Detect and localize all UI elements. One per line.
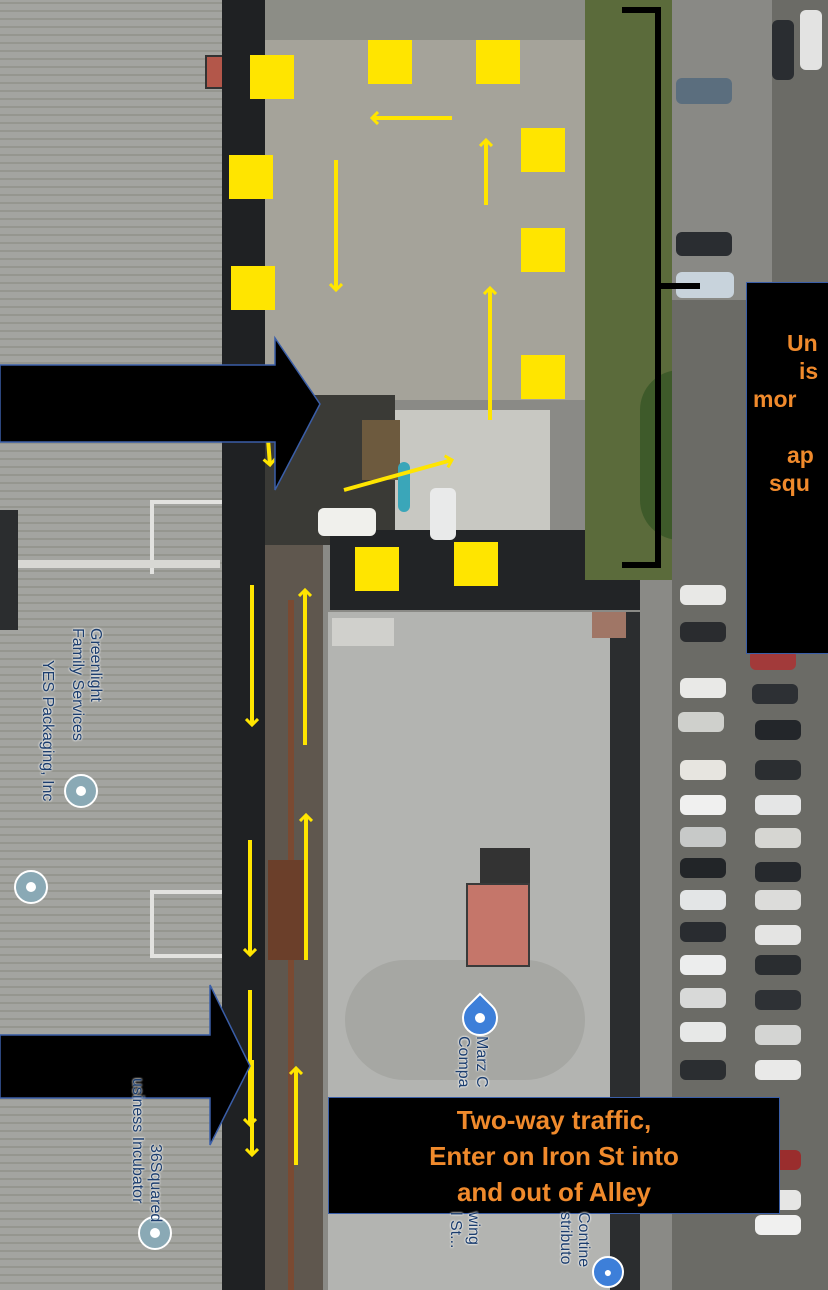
parked-car xyxy=(680,922,726,942)
place-label-brewing: wing l St... xyxy=(446,1212,482,1248)
side-note-line: Un xyxy=(787,330,818,356)
parked-car xyxy=(680,585,726,605)
parked-car xyxy=(755,828,801,848)
parked-car xyxy=(755,1025,801,1045)
parked-car xyxy=(800,10,822,70)
traffic-note-line: Enter on Iron St into xyxy=(429,1141,679,1171)
parked-car xyxy=(755,1060,801,1080)
place-label-line: YES Packaging, Inc xyxy=(39,660,56,802)
traffic-note-text: Two-way traffic, Enter on Iron St into a… xyxy=(329,1098,779,1210)
left-roof-dark xyxy=(0,510,18,630)
place-label-line: Marz C xyxy=(473,1036,490,1088)
place-label-line: wing xyxy=(465,1212,482,1245)
parked-car xyxy=(755,720,801,740)
roof-unit-shadow xyxy=(480,848,530,883)
parked-car xyxy=(680,1022,726,1042)
parked-car xyxy=(680,678,726,698)
side-note-line: ap xyxy=(787,442,814,468)
side-note-line: mor xyxy=(753,386,797,412)
yellow-square-marker xyxy=(229,155,273,199)
place-label-line: Contine xyxy=(575,1212,592,1268)
place-label-line: 36Squared xyxy=(147,1144,164,1223)
big-entry-arrow-icon xyxy=(0,335,321,491)
parked-car xyxy=(680,760,726,780)
traffic-note-line: and out of Alley xyxy=(456,1177,652,1207)
yellow-square-marker xyxy=(521,228,565,272)
place-label-greenlight: Greenlight Family Services xyxy=(68,628,104,741)
yellow-square-marker xyxy=(521,128,565,172)
parked-car xyxy=(680,795,726,815)
yellow-square-marker xyxy=(355,547,399,591)
yellow-square-marker xyxy=(476,40,520,84)
parked-car xyxy=(680,858,726,878)
yellow-square-marker xyxy=(454,542,498,586)
direction-arrow-icon xyxy=(250,118,490,1165)
big-entry-arrow-icon xyxy=(0,984,251,1146)
traffic-note-line: Two-way traffic, xyxy=(456,1105,652,1135)
place-label-marz: Marz C Compa xyxy=(454,1036,490,1088)
place-label-line: Greenlight xyxy=(87,628,104,702)
yellow-square-marker xyxy=(231,266,275,310)
traffic-note-box: Two-way traffic, Enter on Iron St into a… xyxy=(328,1097,780,1214)
beverage-pin-icon[interactable]: ● xyxy=(592,1256,624,1288)
parked-car xyxy=(680,827,726,847)
yellow-square-marker xyxy=(521,355,565,399)
parked-car xyxy=(680,955,726,975)
parked-car xyxy=(755,955,801,975)
place-label-yes: YES Packaging, Inc xyxy=(38,660,56,801)
parked-car xyxy=(755,890,801,910)
bracket-icon xyxy=(622,7,700,568)
parked-car xyxy=(755,795,801,815)
parked-car xyxy=(755,925,801,945)
place-label-line: Family Services xyxy=(69,628,86,741)
place-label-line: Compa xyxy=(455,1036,472,1088)
alley-shed xyxy=(268,860,308,960)
parked-car xyxy=(318,508,376,536)
parked-car xyxy=(755,1215,801,1235)
side-note-line: squ xyxy=(769,470,810,496)
top-strip xyxy=(265,0,610,40)
parked-car xyxy=(680,988,726,1008)
parked-car xyxy=(680,890,726,910)
map-pin-icon[interactable] xyxy=(64,774,98,808)
parked-car xyxy=(676,78,732,104)
map-pin-icon[interactable] xyxy=(138,1216,172,1250)
yellow-square-marker xyxy=(250,55,294,99)
parking-lot xyxy=(265,40,585,400)
side-note-line xyxy=(747,413,828,441)
parked-car xyxy=(750,650,796,670)
parked-car xyxy=(680,1060,726,1080)
yellow-square-marker xyxy=(368,40,412,84)
parked-car xyxy=(676,232,732,256)
map-pin-icon[interactable] xyxy=(14,870,48,904)
side-note-text: Un is mor ap squ xyxy=(747,329,828,497)
dumpster xyxy=(362,420,400,480)
roof-unit xyxy=(466,883,530,967)
roof-vent xyxy=(592,612,626,638)
parked-car xyxy=(755,760,801,780)
place-label-incubator: 36Squared usiness Incubator xyxy=(128,1078,164,1222)
parked-car xyxy=(680,622,726,642)
place-label-continental: Contine stributo xyxy=(556,1212,592,1267)
parked-car xyxy=(430,488,456,540)
roof-vent xyxy=(332,618,394,646)
side-note-line: is xyxy=(799,358,819,384)
parked-car xyxy=(678,712,724,732)
parked-car xyxy=(772,20,794,80)
side-note-box: Un is mor ap squ xyxy=(746,282,828,654)
place-label-line: stributo xyxy=(557,1212,574,1265)
place-label-line: usiness Incubator xyxy=(129,1078,146,1204)
parked-car xyxy=(752,684,798,704)
parked-car xyxy=(755,862,801,882)
left-roof-divider xyxy=(0,560,220,568)
parked-car xyxy=(755,990,801,1010)
place-label-line: l St... xyxy=(447,1212,464,1249)
